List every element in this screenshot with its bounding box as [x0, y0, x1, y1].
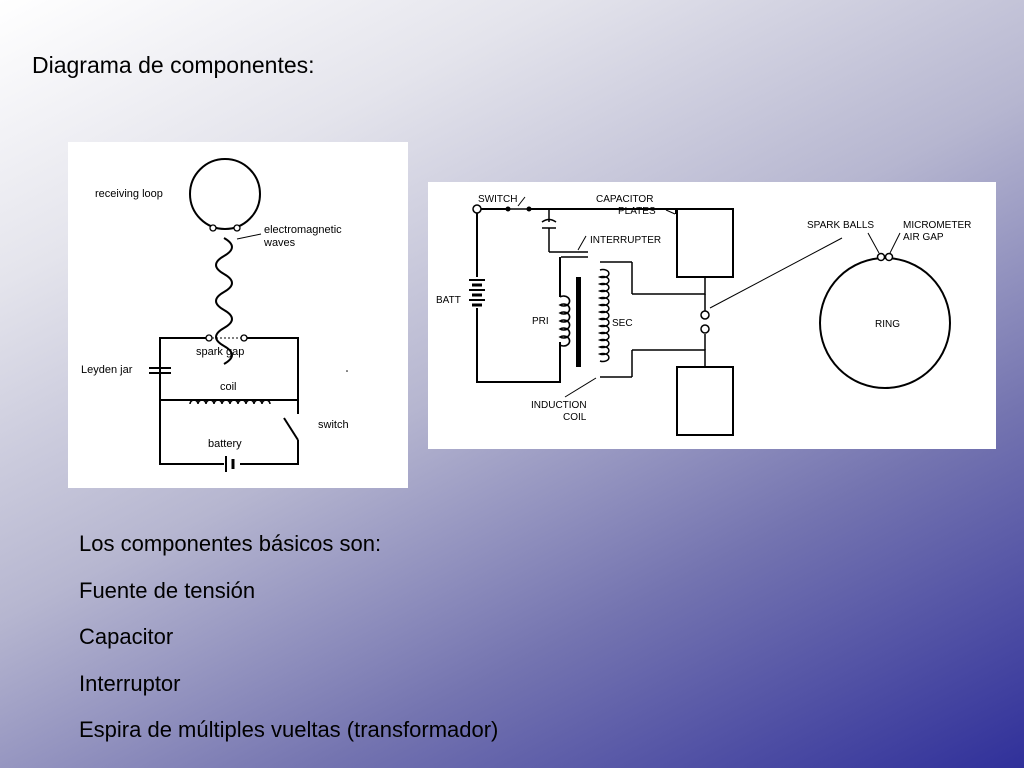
label-switch: switch: [318, 419, 349, 431]
label-air-gap: AIR GAP: [903, 232, 944, 243]
label-waves: waves: [263, 237, 296, 249]
label-electromagnetic: electromagnetic: [264, 224, 342, 236]
hertz-circuit-svg: receiving loop electromagnetic waves spa…: [81, 158, 349, 472]
induction-coil-svg: SWITCH BATT INTERRUPTER PRI SEC: [436, 194, 971, 436]
label-switch-right: SWITCH: [478, 194, 517, 205]
list-item: Espira de múltiples vueltas (transformad…: [79, 717, 499, 742]
label-coil: coil: [220, 381, 237, 393]
hertz-circuit-diagram: receiving loop electromagnetic waves spa…: [68, 142, 408, 488]
label-plates: PLATES: [618, 206, 656, 217]
label-sec: SEC: [612, 318, 633, 329]
coil-winding: [189, 399, 271, 405]
label-leyden-jar: Leyden jar: [81, 364, 133, 376]
list-item: Capacitor: [79, 624, 174, 649]
spark-ball-lower: [700, 324, 710, 334]
spark-ball-upper: [700, 310, 710, 320]
capacitor-plate-bottom: [676, 366, 734, 436]
receiving-loop: [189, 158, 261, 230]
list-item: Interruptor: [79, 670, 181, 696]
slide-title: Diagrama de componentes:: [32, 52, 315, 78]
induction-coil-diagram: SWITCH BATT INTERRUPTER PRI SEC: [428, 182, 996, 449]
label-induction: INDUCTION: [531, 400, 587, 411]
component-list: Los componentes básicos son: Fuente de t…: [79, 529, 498, 762]
electromagnetic-wave: [215, 237, 233, 365]
label-battery: battery: [208, 438, 242, 450]
label-receiving-loop: receiving loop: [95, 188, 163, 200]
capacitor-plate-top: [676, 208, 734, 278]
primary-coil: [558, 295, 571, 347]
label-spark-gap: spark gap: [196, 346, 244, 358]
label-spark-balls: SPARK BALLS: [807, 220, 874, 231]
switch-lever: [283, 417, 299, 441]
label-interrupter: INTERRUPTER: [590, 235, 661, 246]
iron-core: [576, 277, 581, 367]
label-pri: PRI: [532, 316, 549, 327]
label-ring: RING: [875, 319, 900, 330]
list-item: Fuente de tensión: [79, 577, 256, 603]
label-batt: BATT: [436, 295, 461, 306]
list-item: Los componentes básicos son:: [79, 531, 382, 556]
secondary-coil: [597, 268, 610, 363]
label-coil-right: COIL: [563, 412, 587, 423]
switch-terminal: [472, 204, 482, 214]
label-micrometer: MICROMETER: [903, 220, 971, 231]
label-capacitor: CAPACITOR: [596, 194, 653, 205]
